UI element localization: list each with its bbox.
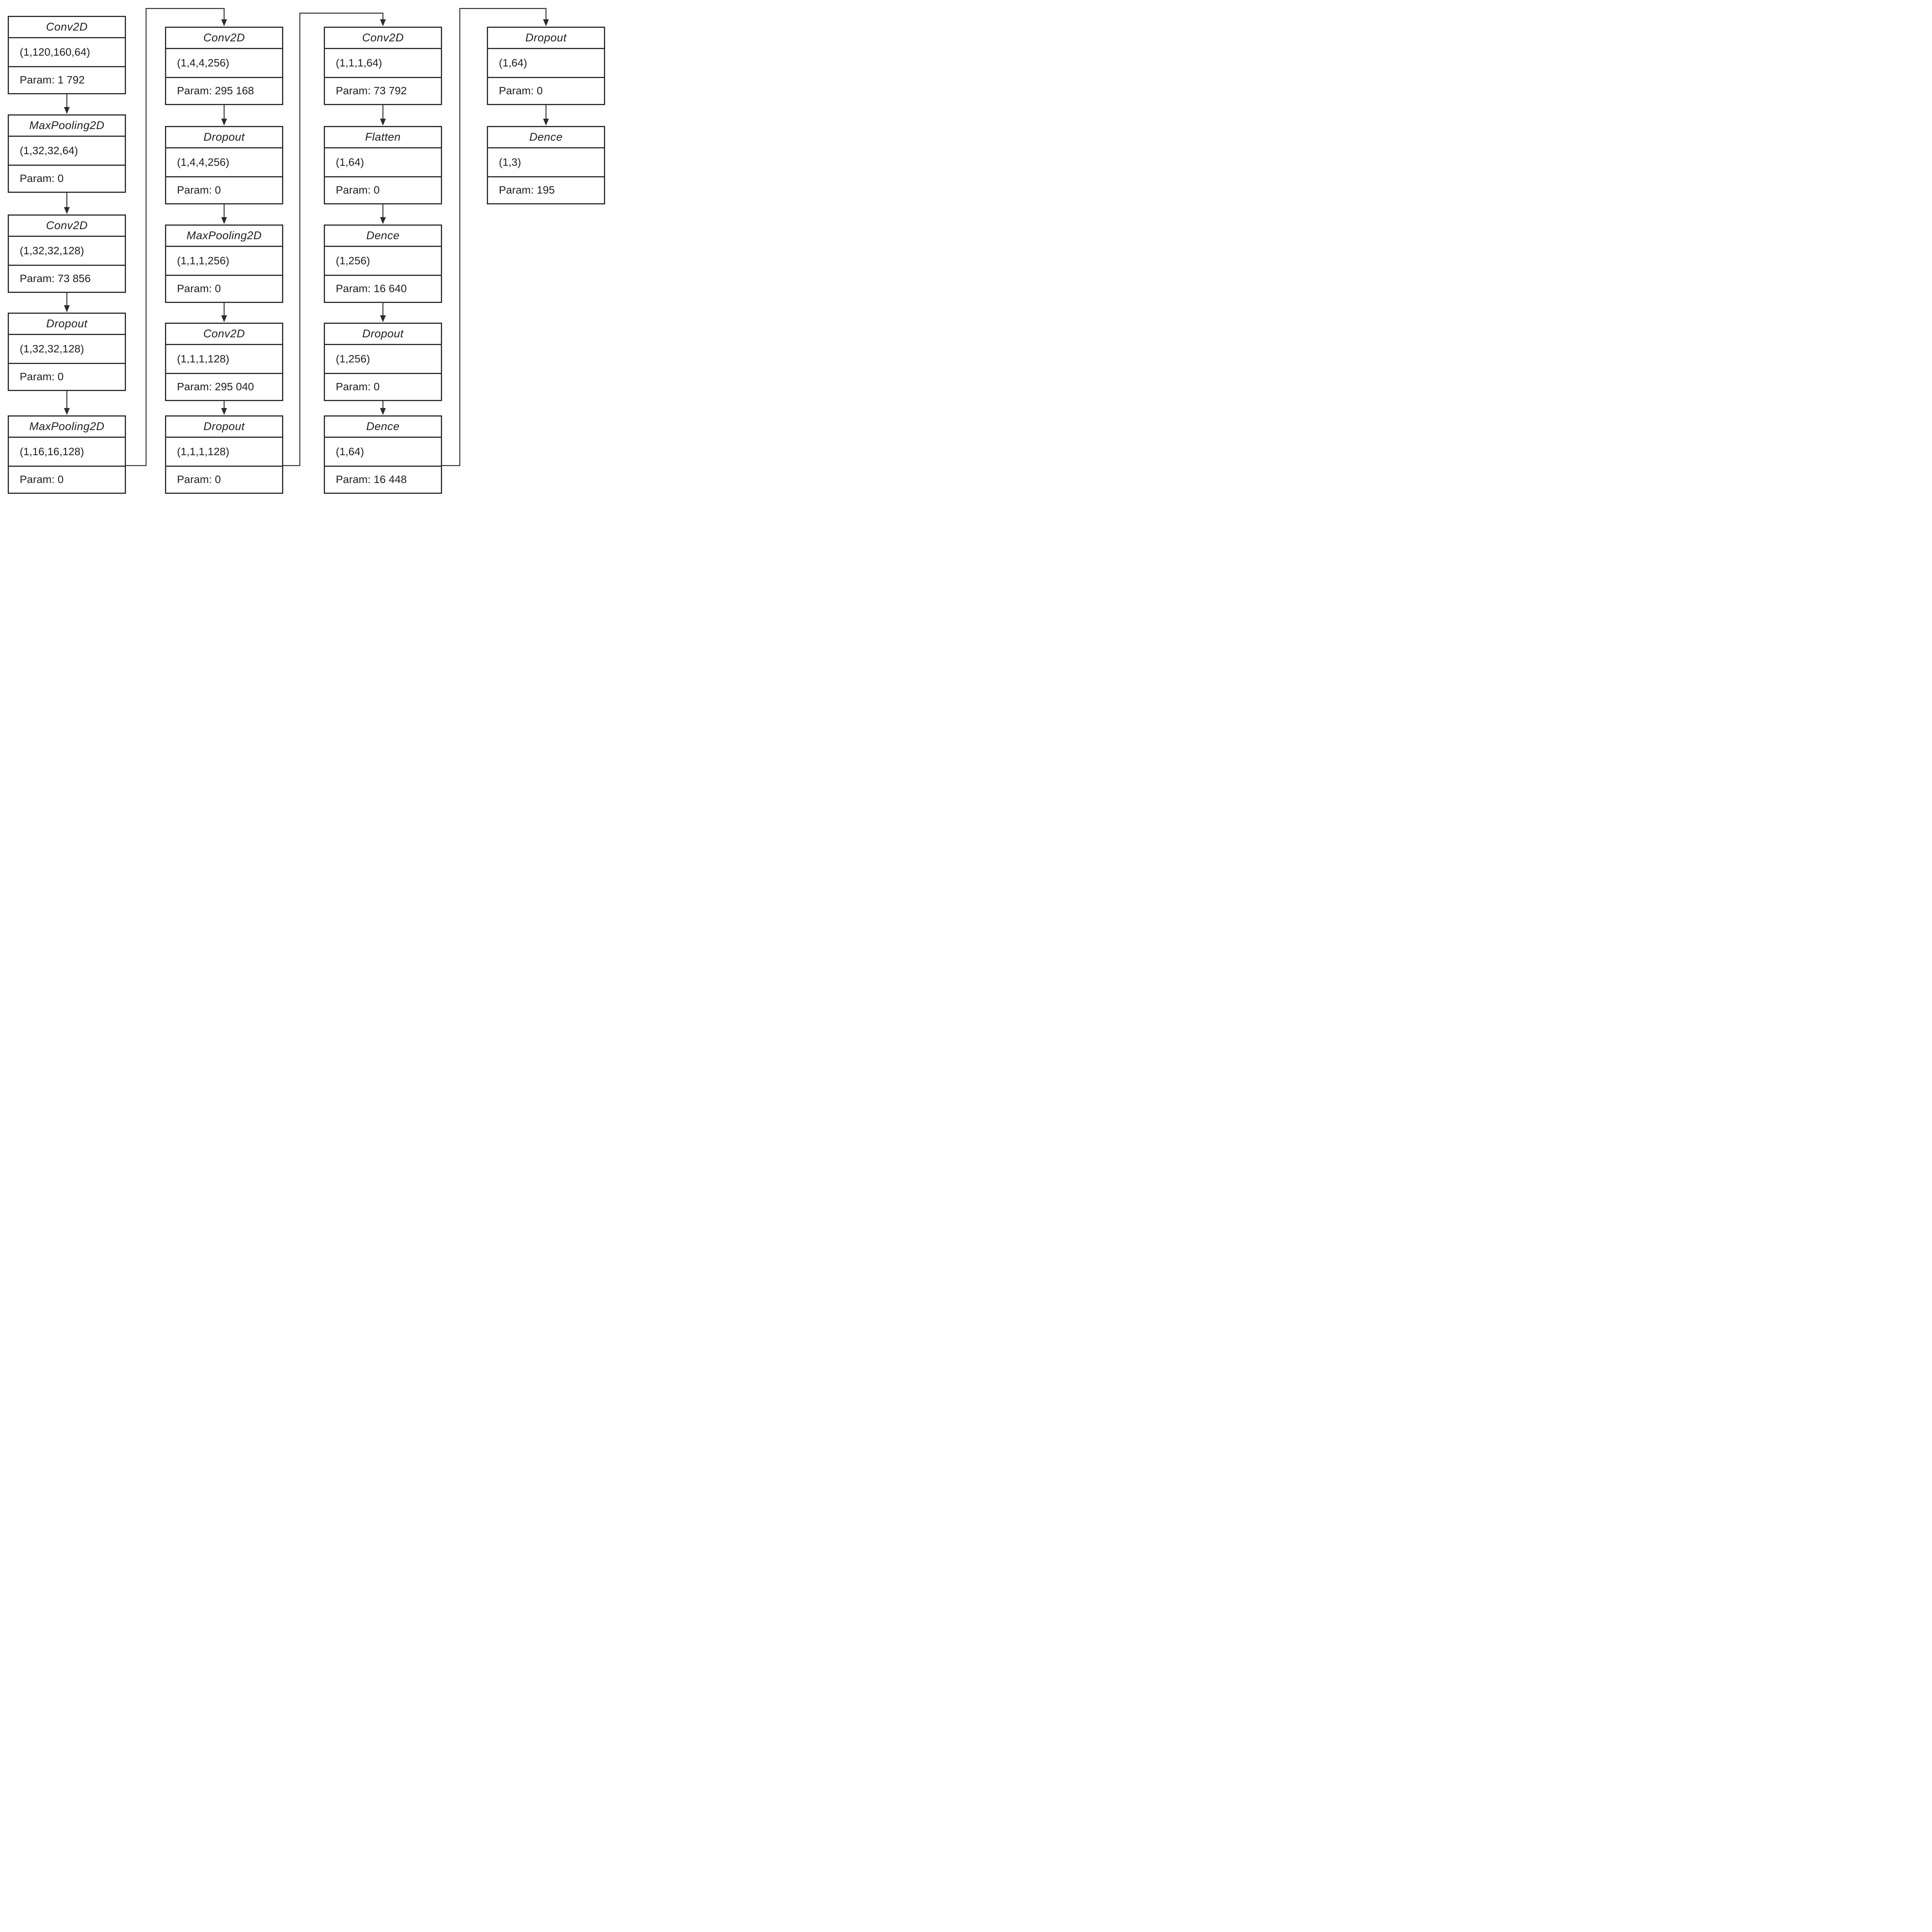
layer-params: Param: 0 xyxy=(9,362,125,390)
layer-params: Param: 0 xyxy=(325,176,441,203)
layer-output-shape: (1,1,1,64) xyxy=(325,48,441,77)
layer-output-shape: (1,16,16,128) xyxy=(9,437,125,466)
layer-params: Param: 0 xyxy=(166,176,282,203)
layer-type: MaxPooling2D xyxy=(29,119,105,132)
layer-output-shape: (1,256) xyxy=(325,246,441,275)
layer-type: Conv2D xyxy=(362,31,404,44)
layer-type: Dence xyxy=(529,131,563,143)
layer-box: Dence (1,64) Param: 16 448 xyxy=(324,415,442,494)
layer-type: Dropout xyxy=(203,420,245,433)
layer-params: Param: 0 xyxy=(488,77,604,104)
layer-output-shape: (1,64) xyxy=(488,48,604,77)
layer-output-shape: (1,32,32,128) xyxy=(9,236,125,265)
layer-params: Param: 295 168 xyxy=(166,77,282,104)
layer-column-4: Dropout (1,64) Param: 0 Dence (1,3) Para… xyxy=(487,0,605,496)
layer-params: Param: 73 856 xyxy=(9,264,125,292)
layer-column-1: Conv2D (1,120,160,64) Param: 1 792 MaxPo… xyxy=(8,0,126,496)
layer-box: MaxPooling2D (1,1,1,256) Param: 0 xyxy=(165,224,283,303)
layer-output-shape: (1,1,1,128) xyxy=(166,437,282,466)
layer-output-shape: (1,1,1,128) xyxy=(166,344,282,373)
layer-type: Conv2D xyxy=(46,20,88,33)
layer-column-2: Conv2D (1,4,4,256) Param: 295 168 Dropou… xyxy=(165,0,283,496)
layer-box: Conv2D (1,32,32,128) Param: 73 856 xyxy=(8,214,126,293)
cnn-layer-diagram: Conv2D (1,120,160,64) Param: 1 792 MaxPo… xyxy=(0,0,607,496)
layer-box: Dropout (1,4,4,256) Param: 0 xyxy=(165,126,283,204)
layer-box: Dropout (1,32,32,128) Param: 0 xyxy=(8,313,126,391)
layer-type: Dropout xyxy=(362,327,404,340)
layer-column-3: Conv2D (1,1,1,64) Param: 73 792 Flatten … xyxy=(324,0,442,496)
layer-params: Param: 0 xyxy=(9,164,125,192)
layer-type: MaxPooling2D xyxy=(29,420,105,433)
layer-box: MaxPooling2D (1,32,32,64) Param: 0 xyxy=(8,114,126,193)
layer-type: MaxPooling2D xyxy=(186,229,262,242)
layer-output-shape: (1,1,1,256) xyxy=(166,246,282,275)
layer-params: Param: 0 xyxy=(166,465,282,493)
layer-box: Conv2D (1,120,160,64) Param: 1 792 xyxy=(8,16,126,94)
layer-params: Param: 16 448 xyxy=(325,465,441,493)
layer-type: Dropout xyxy=(46,317,88,330)
layer-output-shape: (1,4,4,256) xyxy=(166,147,282,176)
layer-output-shape: (1,64) xyxy=(325,437,441,466)
layer-box: Dence (1,3) Param: 195 xyxy=(487,126,605,204)
layer-type: Dence xyxy=(366,420,400,433)
layer-params: Param: 73 792 xyxy=(325,77,441,104)
layer-box: Flatten (1,64) Param: 0 xyxy=(324,126,442,204)
layer-box: Dence (1,256) Param: 16 640 xyxy=(324,224,442,303)
layer-box: MaxPooling2D (1,16,16,128) Param: 0 xyxy=(8,415,126,494)
layer-box: Conv2D (1,1,1,64) Param: 73 792 xyxy=(324,27,442,105)
layer-box: Dropout (1,1,1,128) Param: 0 xyxy=(165,415,283,494)
layer-type: Conv2D xyxy=(203,31,245,44)
layer-params: Param: 0 xyxy=(9,465,125,493)
layer-box: Dropout (1,64) Param: 0 xyxy=(487,27,605,105)
layer-output-shape: (1,256) xyxy=(325,344,441,373)
layer-type: Dropout xyxy=(203,131,245,143)
layer-box: Dropout (1,256) Param: 0 xyxy=(324,323,442,401)
layer-output-shape: (1,32,32,64) xyxy=(9,136,125,165)
layer-params: Param: 295 040 xyxy=(166,372,282,400)
layer-params: Param: 1 792 xyxy=(9,66,125,93)
layer-box: Conv2D (1,4,4,256) Param: 295 168 xyxy=(165,27,283,105)
layer-output-shape: (1,120,160,64) xyxy=(9,37,125,66)
layer-output-shape: (1,3) xyxy=(488,147,604,176)
layer-params: Param: 16 640 xyxy=(325,274,441,302)
layer-type: Conv2D xyxy=(203,327,245,340)
layer-type: Conv2D xyxy=(46,219,88,232)
layer-output-shape: (1,4,4,256) xyxy=(166,48,282,77)
layer-box: Conv2D (1,1,1,128) Param: 295 040 xyxy=(165,323,283,401)
layer-params: Param: 0 xyxy=(325,372,441,400)
layer-params: Param: 195 xyxy=(488,176,604,203)
layer-output-shape: (1,64) xyxy=(325,147,441,176)
layer-params: Param: 0 xyxy=(166,274,282,302)
layer-type: Dropout xyxy=(525,31,567,44)
layer-type: Dence xyxy=(366,229,400,242)
layer-type: Flatten xyxy=(365,131,401,143)
layer-output-shape: (1,32,32,128) xyxy=(9,334,125,363)
